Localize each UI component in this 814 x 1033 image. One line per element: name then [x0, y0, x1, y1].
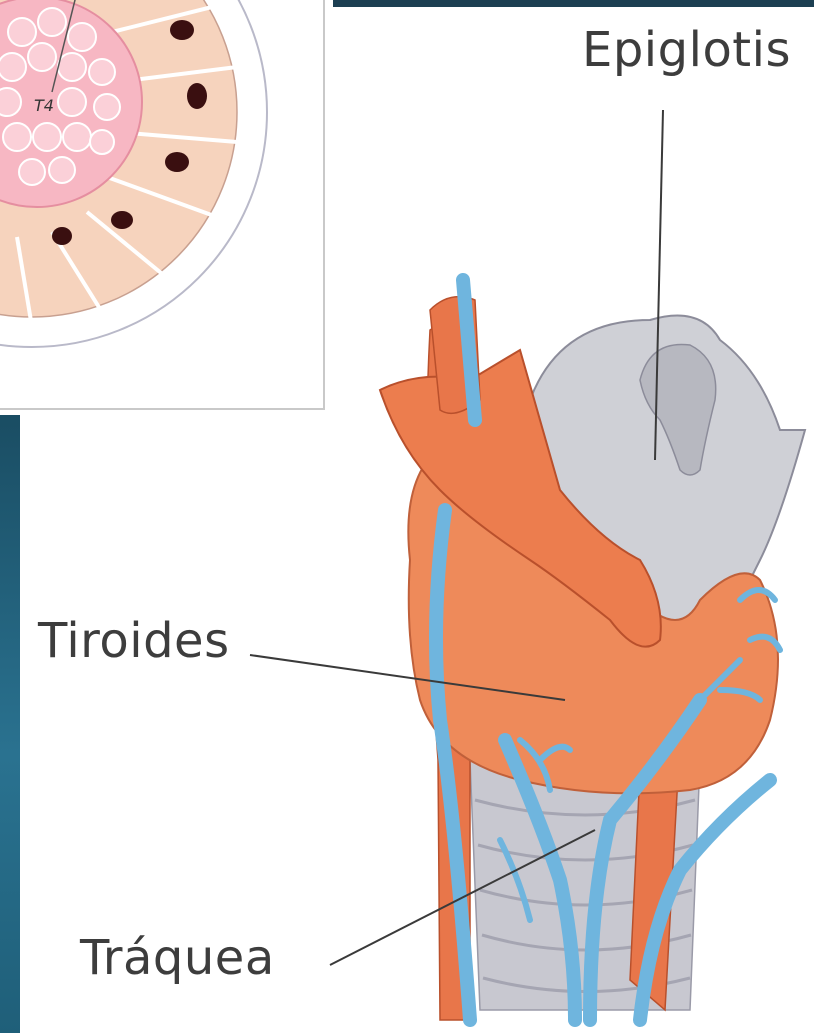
- label-traquea: Tráquea: [80, 930, 275, 986]
- label-epiglotis: Epiglotis: [582, 22, 791, 78]
- label-tiroides: Tiroides: [38, 613, 230, 669]
